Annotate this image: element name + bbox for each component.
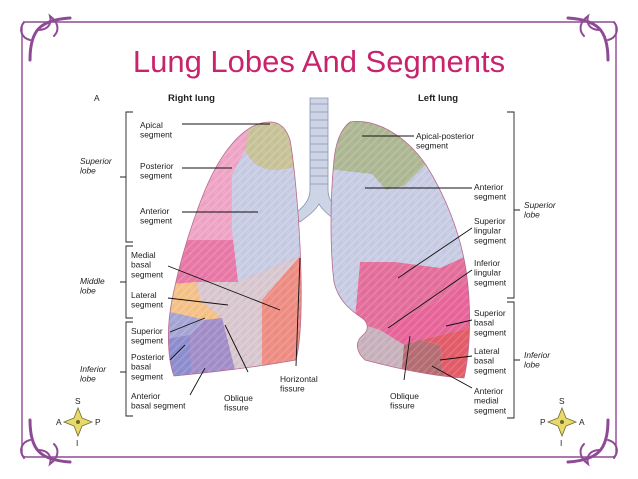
compass-left: S I A P [56,396,101,448]
ll-bracket-inferior [507,301,520,419]
rl-bracket-inferior [120,321,133,417]
compass-left-right: P [95,417,101,427]
compass-left-top: S [75,396,81,406]
compass-right: S I P A [540,396,585,448]
ll-leader-lines [362,135,473,389]
compass-right-right: A [579,417,585,427]
right-lung-heading: Right lung [168,93,215,104]
rl-leader-lines [167,123,301,396]
corner-ornament-bottom-right [566,418,618,467]
corner-ornament-top-right [566,13,618,62]
rl-bracket-superior [120,111,133,243]
left-lung-heading: Left lung [418,93,458,104]
left-lung [330,121,470,379]
corner-ornament-top-left [20,13,72,62]
slide-title: Lung Lobes And Segments [133,44,505,79]
frame-border [21,21,617,458]
corner-ornament-bottom-left [20,418,72,467]
compass-right-top: S [559,396,565,406]
compass-right-bottom: I [560,438,562,448]
ll-bracket-superior [507,111,520,299]
rl-bracket-middle [120,245,133,319]
right-lung [167,121,302,377]
slide-frame [20,13,618,467]
panel-letter: A [94,93,100,103]
compass-left-left: A [56,417,62,427]
compass-right-left: P [540,417,546,427]
compass-left-bottom: I [76,438,78,448]
